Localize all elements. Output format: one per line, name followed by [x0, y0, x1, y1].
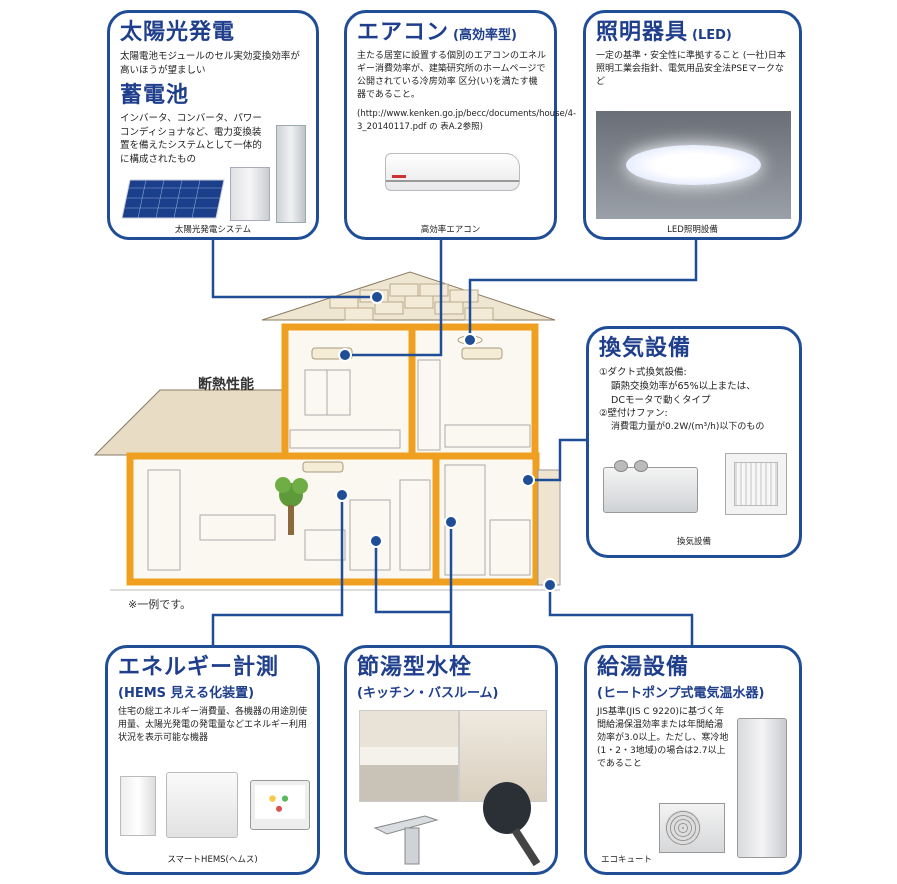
hems-controller-image — [166, 772, 238, 838]
insulation-label: 断熱性能 — [198, 377, 254, 393]
water-heater-title: 給湯設備 — [597, 655, 690, 680]
aircon-unit-upper-right — [461, 347, 503, 360]
faucet-title: 節湯型水栓 — [357, 655, 473, 680]
solar-desc: 太陽電池モジュールのセル実効変換効率が高いほうが望ましい — [120, 51, 300, 76]
hems-sensor-image — [120, 776, 156, 836]
kitchen-image — [359, 710, 459, 802]
hems-caption: スマートHEMS(ヘムス) — [167, 855, 258, 865]
battery-title: 蓄電池 — [120, 82, 190, 108]
hems-desc: 住宅の総エネルギー消費量、各機器の用途別使用量、太陽光発電の発電量などエネルギー… — [118, 707, 308, 744]
lower-floor — [126, 452, 540, 584]
ventilation-title: 換気設備 — [599, 336, 692, 361]
aircon-url: (http://www.kenken.go.jp/becc/documents/… — [357, 109, 577, 132]
right-annex — [537, 469, 561, 586]
water-heater-desc: JIS基準(JIS C 9220)に基づく年間給湯保温効率または年間給湯効率が3… — [597, 707, 729, 770]
connector-dots — [335, 290, 557, 592]
example-note: ※一例です。 — [128, 598, 192, 611]
ventilation-line3: DCモータで動くタイプ — [611, 394, 711, 406]
water-heater-card: 給湯設備 (ヒートポンプ式電気温水器) JIS基準(JIS C 9220)に基づ… — [584, 645, 802, 875]
solar-title: 太陽光発電 — [120, 20, 236, 45]
aircon-desc: 主たる居室に設置する個別のエアコンのエネルギー消費効率が、建築研究所のホームペー… — [357, 51, 547, 101]
plant — [275, 477, 308, 535]
lighting-title: 照明器具 — [596, 20, 689, 45]
battery-unit-short — [230, 167, 270, 221]
faucet-card: 節湯型水栓 (キッチン・バスルーム) — [344, 645, 558, 875]
ventilation-line5: 消費電力量が0.2W/(m³/h)以下のもの — [611, 422, 765, 433]
faucet-subtitle: (キッチン・バスルーム) — [357, 686, 499, 702]
wall-fan-image — [725, 453, 787, 515]
lighting-card: 照明器具(LED) 一定の基準・安全性に準拠すること (一社)日本照明工業会指針… — [583, 10, 802, 240]
ventilation-caption: 換気設備 — [676, 537, 711, 547]
shower-head-image — [483, 782, 541, 867]
aircon-caption: 高効率エアコン — [420, 225, 481, 235]
hems-title: エネルギー計測 — [118, 655, 280, 680]
aircon-card: エアコン(高効率型) 主たる居室に設置する個別のエアコンのエネルギー消費効率が、… — [344, 10, 577, 240]
solar-panel-image — [121, 179, 225, 219]
connector-lines — [211, 236, 698, 645]
aircon-subtitle: (高効率型) — [453, 28, 517, 43]
aircon-title: エアコン — [357, 20, 450, 45]
hems-subtitle: (HEMS 見える化装置) — [118, 686, 255, 702]
solar-caption: 太陽光発電システム — [174, 225, 252, 235]
insulation-frame — [126, 323, 540, 586]
faucet-image — [373, 815, 439, 865]
hems-card: エネルギー計測 (HEMS 見える化装置) 住宅の総エネルギー消費量、各機器の用… — [105, 645, 320, 875]
battery-desc: インバータ、コンバータ、パワーコンディショナなど、電力変換装置を備えたシステムと… — [120, 112, 262, 166]
ventilation-line1: ①ダクト式換気設備: — [599, 367, 687, 379]
solar-card: 太陽光発電 太陽電池モジュールのセル実効変換効率が高いほうが望ましい 蓄電池 イ… — [107, 10, 319, 240]
led-light-image — [596, 111, 791, 219]
water-heater-subtitle: (ヒートポンプ式電気温水器) — [597, 686, 765, 702]
interior-sketch — [147, 359, 531, 576]
duct-ventilator-image — [603, 460, 698, 513]
lighting-caption: LED照明設備 — [667, 225, 718, 235]
tank-unit-image — [737, 718, 787, 858]
ventilation-line4: ②壁付けファン: — [599, 408, 668, 420]
battery-unit-tall — [276, 125, 306, 223]
water-heater-caption: エコキュート — [601, 855, 653, 865]
aircon-unit-lower — [302, 461, 344, 473]
aircon-image — [385, 153, 520, 191]
ventilation-card: 換気設備 ①ダクト式換気設備: 顕熱交換効率が65%以上または、 DCモータで動… — [586, 326, 802, 558]
lighting-subtitle: (LED) — [692, 28, 732, 43]
hems-monitor-image — [250, 780, 310, 830]
ventilation-line2: 顕熱交換効率が65%以上または、 — [611, 380, 756, 392]
lighting-desc: 一定の基準・安全性に準拠すること (一社)日本照明工業会指針、電気用品安全法PS… — [596, 51, 786, 88]
heat-pump-unit-image — [659, 803, 725, 853]
annex-roof — [93, 389, 286, 456]
